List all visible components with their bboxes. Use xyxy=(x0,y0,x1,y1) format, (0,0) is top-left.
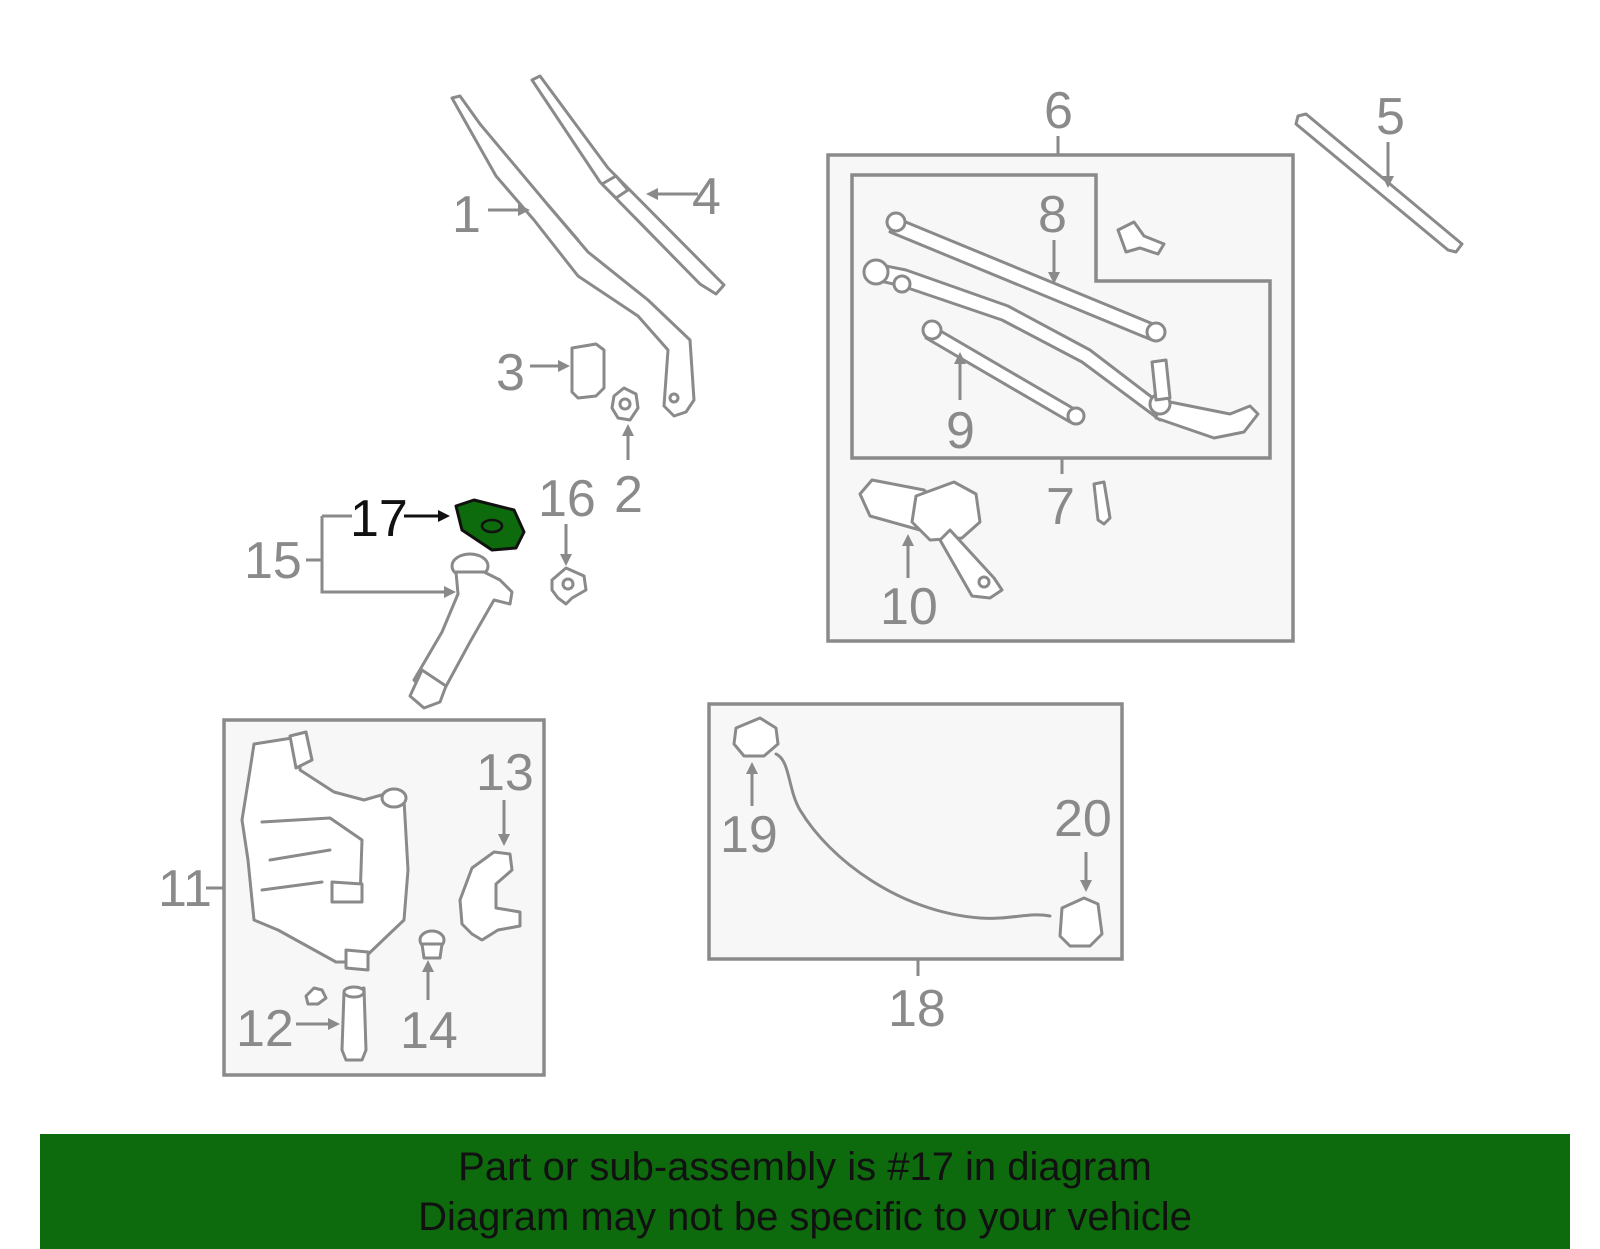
part-13-pump[interactable] xyxy=(458,850,522,942)
part-3-cap[interactable] xyxy=(570,342,606,400)
callout-9: 9 xyxy=(946,402,975,460)
bolt[interactable] xyxy=(1116,220,1166,256)
banner-line-disclaimer: Diagram may not be specific to your vehi… xyxy=(418,1194,1192,1239)
callout-12: 12 xyxy=(236,1000,294,1058)
callout-13: 13 xyxy=(476,744,534,802)
callout-11: 11 xyxy=(158,860,212,918)
part-15-nozzle[interactable] xyxy=(408,552,514,710)
part-14-grommet[interactable] xyxy=(418,929,446,960)
callout-8: 8 xyxy=(1038,186,1067,244)
callout-20: 20 xyxy=(1054,790,1112,848)
part-5-blade-refill[interactable] xyxy=(1294,112,1464,254)
callout-4: 4 xyxy=(692,168,721,226)
callout-17: 17 xyxy=(350,490,408,548)
part-16-grommet[interactable] xyxy=(550,566,588,606)
part-10-wiper-motor[interactable] xyxy=(858,478,1004,600)
part-12-cap[interactable] xyxy=(304,985,368,1062)
part-18-hose[interactable] xyxy=(732,716,1104,948)
leaders xyxy=(206,136,1394,1030)
part-8-link-rod[interactable] xyxy=(885,211,1167,343)
bolt-small[interactable] xyxy=(1092,480,1112,526)
callout-16: 16 xyxy=(538,470,596,528)
callout-7: 7 xyxy=(1046,478,1075,536)
part-7-linkage[interactable] xyxy=(862,258,1260,440)
part-4-wiper-blade[interactable] xyxy=(530,74,726,296)
callout-14: 14 xyxy=(400,1002,458,1060)
panel-18 xyxy=(707,702,1124,961)
callout-5: 5 xyxy=(1376,88,1405,146)
callout-19: 19 xyxy=(720,806,778,864)
callout-3: 3 xyxy=(496,344,525,402)
info-banner: Part or sub-assembly is #17 in diagram D… xyxy=(40,1134,1570,1249)
callout-15: 15 xyxy=(244,532,302,590)
callout-18: 18 xyxy=(888,980,946,1038)
callout-10: 10 xyxy=(880,578,938,636)
part-9-link-rod[interactable] xyxy=(921,319,1086,426)
part-11-reservoir[interactable] xyxy=(240,730,410,972)
callout-2: 2 xyxy=(614,466,643,524)
part-17-bracket[interactable] xyxy=(454,498,526,552)
part-2-nut[interactable] xyxy=(610,386,640,422)
callout-6: 6 xyxy=(1044,82,1073,140)
part-1-wiper-arm[interactable] xyxy=(450,94,696,418)
callout-1: 1 xyxy=(452,186,481,244)
banner-line-part: Part or sub-assembly is #17 in diagram xyxy=(458,1144,1152,1189)
